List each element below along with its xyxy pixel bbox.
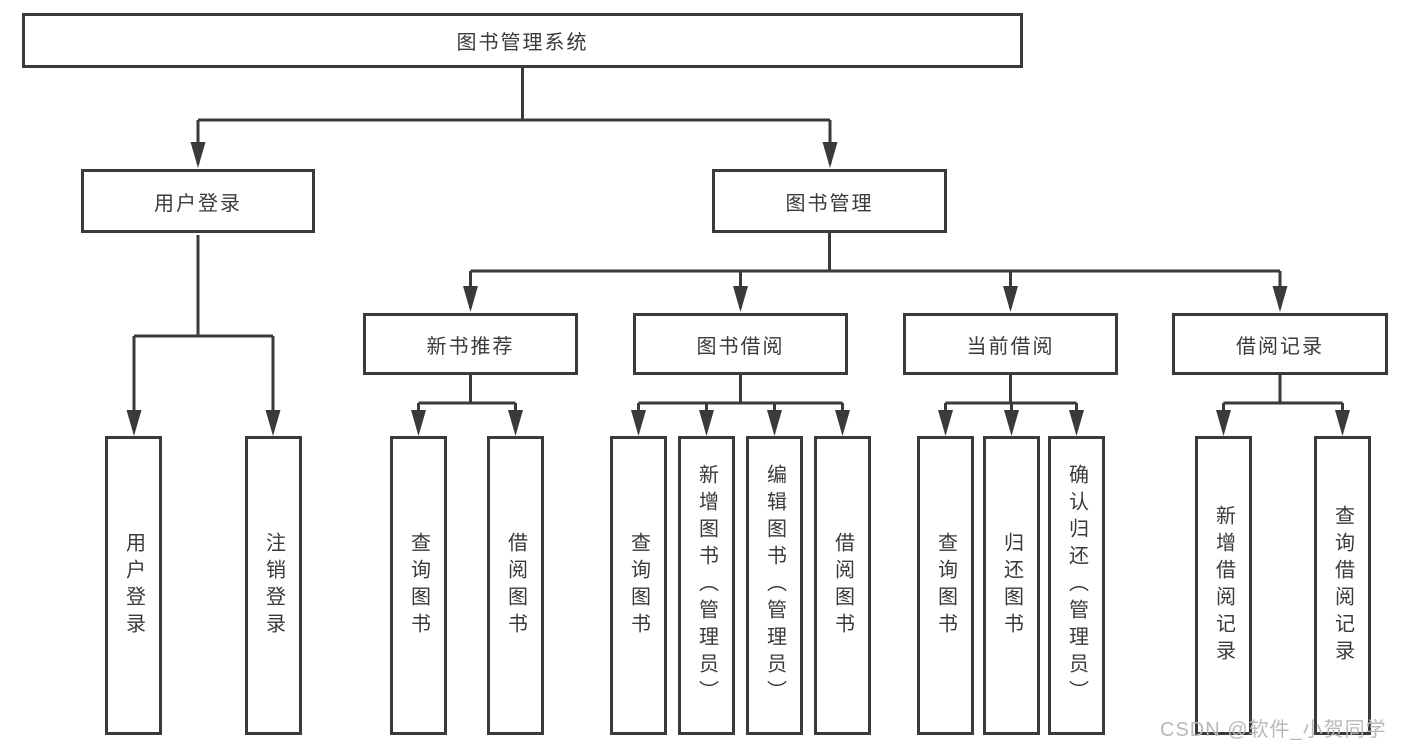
node-borrow-records: 借阅记录 [1172,313,1388,375]
leaf-add-borrow-record: 新增借阅记录 [1195,436,1252,735]
leaf-borrow-books: 借阅图书 [814,436,871,735]
leaf-borrow-query-books: 查询图书 [610,436,667,735]
node-book-borrow: 图书借阅 [633,313,848,375]
arrowhead-icons [126,142,1350,436]
leaf-return-books: 归还图书 [983,436,1040,735]
leaf-edit-books-admin: 编辑图书（管理员） [746,436,803,735]
tree-edges [132,68,1344,431]
node-current-borrow: 当前借阅 [903,313,1118,375]
csdn-watermark: CSDN @软件_小贺同学 [1160,719,1387,741]
leaf-current-query-books: 查询图书 [917,436,974,735]
leaf-recommend-borrow-books: 借阅图书 [487,436,544,735]
leaf-logout: 注销登录 [245,436,302,735]
node-new-book-recommend: 新书推荐 [363,313,578,375]
leaf-add-books-admin: 新增图书（管理员） [678,436,735,735]
leaf-confirm-return-admin: 确认归还（管理员） [1048,436,1105,735]
leaf-query-borrow-record: 查询借阅记录 [1314,436,1371,735]
node-library-system: 图书管理系统 [22,13,1023,68]
node-book-management: 图书管理 [712,169,947,233]
leaf-recommend-query-books: 查询图书 [390,436,447,735]
node-user-login: 用户登录 [81,169,315,233]
leaf-user-login: 用户登录 [105,436,162,735]
